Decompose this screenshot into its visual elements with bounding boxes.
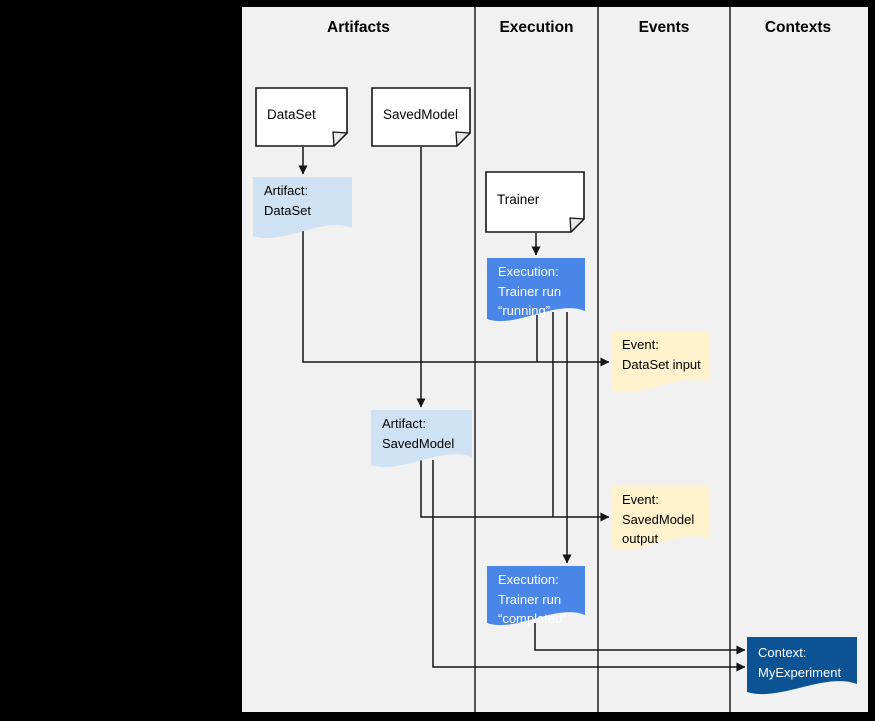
node-event-dataset-input: Event: DataSet input [611, 330, 709, 396]
node-label: SavedModel [383, 106, 459, 122]
node-trainer: Trainer [485, 171, 585, 233]
wavy-document-shape [611, 331, 709, 393]
node-artifact-savedmodel: Artifact: SavedModel [371, 409, 472, 471]
node-savedmodel: SavedModel [371, 87, 471, 147]
node-label: Execution: Trainer run “running” [498, 264, 562, 318]
node-label: Artifact: DataSet [264, 183, 311, 218]
node-label: Execution: Trainer run “completed” [498, 572, 567, 626]
node-label: Artifact: SavedModel [382, 416, 455, 451]
node-label: Event: DataSet input [622, 337, 701, 372]
node-execution-completed: Execution: Trainer run “completed” [487, 565, 585, 629]
node-label: Trainer [497, 191, 540, 207]
node-context-myexperiment: Context: MyExperiment [747, 636, 857, 698]
node-event-savedmodel-output: Event: SavedModel output [611, 485, 710, 553]
node-label: Context: MyExperiment [758, 645, 842, 680]
node-dataset: DataSet [255, 87, 348, 147]
wavy-document-shape [371, 410, 472, 468]
node-label: Event: SavedModel output [622, 492, 695, 546]
node-artifact-dataset: Artifact: DataSet [253, 176, 352, 242]
node-label: DataSet [267, 106, 316, 122]
folded-corner-icon [332, 131, 348, 147]
node-execution-running: Execution: Trainer run “running” [487, 257, 585, 325]
column-header-execution: Execution [499, 19, 574, 36]
folded-corner-icon [455, 131, 471, 147]
wavy-document-shape [747, 637, 857, 695]
column-header-events: Events [638, 19, 690, 36]
column-header-artifacts: Artifacts [327, 19, 390, 36]
column-header-contexts: Contexts [764, 19, 832, 36]
wavy-document-shape [253, 177, 352, 239]
folded-corner-icon [569, 217, 585, 233]
